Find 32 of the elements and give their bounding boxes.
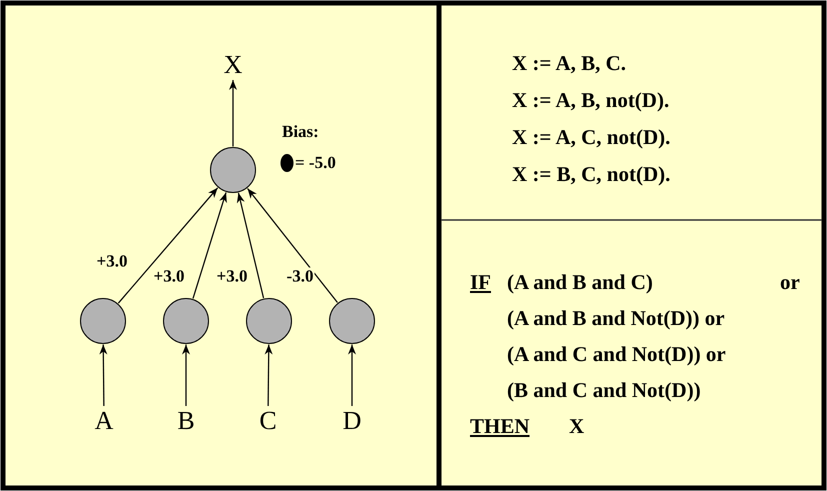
arrow: [192, 192, 227, 299]
arrow: [247, 188, 338, 303]
condition-text: (B and C and Not(D)): [507, 380, 701, 401]
variable-label: D: [338, 408, 366, 434]
condition-text: (A and C and Not(D)) or: [507, 344, 726, 365]
condition-text: (A and B and C): [507, 272, 653, 293]
rule-text: X := A, C, not(D).: [512, 127, 670, 148]
bias-label: Bias:: [282, 123, 319, 140]
variable-label: C: [254, 408, 282, 434]
arrow: [99, 344, 108, 406]
rule-text: X := B, C, not(D).: [512, 164, 670, 185]
weight-label: +3.0: [216, 268, 248, 284]
arrow: [264, 344, 273, 406]
arrow: [229, 80, 237, 146]
weight-label: +3.0: [152, 268, 186, 284]
variable-label: B: [172, 408, 200, 434]
arrow: [182, 344, 190, 406]
conclusion-text: X: [569, 416, 584, 437]
condition-text: (A and B and Not(D)) or: [507, 308, 725, 329]
variable-label: A: [90, 408, 118, 434]
rule-text: X := A, B, C.: [512, 53, 626, 74]
operator-text: or: [780, 272, 800, 293]
arrow: [118, 187, 218, 304]
weight-label: -3.0: [286, 268, 314, 284]
rule-text: X := A, B, not(D).: [512, 90, 670, 111]
arrow: [236, 192, 264, 298]
arrow: [348, 344, 356, 406]
variable-label: X: [218, 52, 248, 78]
keyword: THEN: [470, 416, 530, 437]
bias-value: = -5.0: [295, 154, 336, 171]
keyword: IF: [470, 272, 491, 293]
weight-label: +3.0: [96, 252, 128, 270]
